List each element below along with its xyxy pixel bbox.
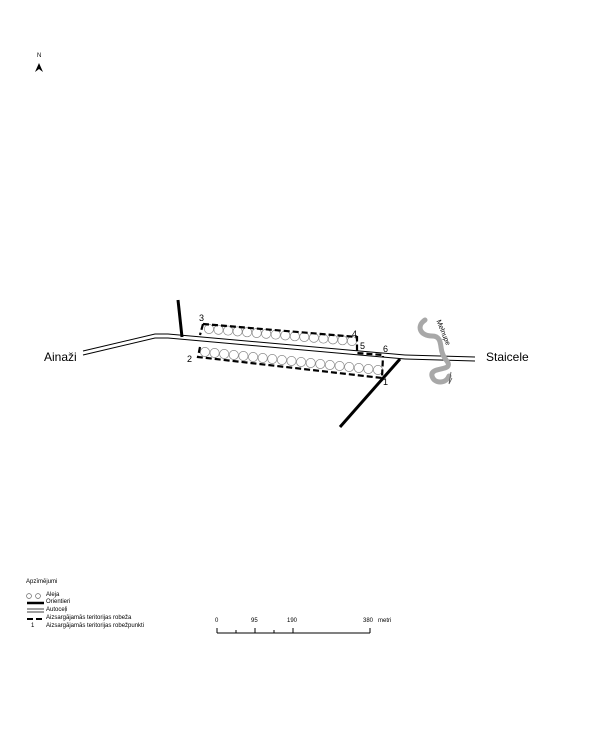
alley-tree-circle <box>344 362 355 372</box>
scale-unit: metri <box>378 618 392 624</box>
legend-title: Apzīmējumi <box>26 579 58 585</box>
alley-tree-circle <box>267 354 278 364</box>
north-arrow-label: N <box>37 53 42 59</box>
alley-tree-circle <box>296 357 307 367</box>
alley-tree-circle <box>232 326 243 337</box>
protected-boundary <box>196 322 385 380</box>
boundary-point-3: 3 <box>199 313 205 323</box>
alley-tree-circle <box>204 324 214 334</box>
legend-item-road: Autoceļi <box>46 607 68 613</box>
road-right <box>404 354 476 362</box>
boundary-point-2: 2 <box>187 354 193 364</box>
alley-tree-circle <box>209 348 220 358</box>
alley-tree-circle <box>363 364 374 374</box>
river-flow-arrow-icon <box>448 371 453 385</box>
legend-item-boundary: Aizsargājamās teritorijas robeža <box>46 615 132 621</box>
alley-tree-circle <box>286 356 297 366</box>
north-arrow-icon <box>35 63 43 72</box>
alley-tree-circle <box>228 350 239 360</box>
scale-bar <box>216 628 371 634</box>
alley-tree-circle <box>327 334 338 345</box>
alley-tree-circle <box>219 349 230 359</box>
legend-item-landmark: Orientieri <box>46 599 71 605</box>
point-number-icon: 1 <box>31 623 35 629</box>
landmark-lines <box>176 299 402 428</box>
alley-tree-circle <box>305 358 316 368</box>
alley-lower <box>200 347 383 375</box>
alley-tree-circle <box>200 347 210 357</box>
place-ainazi: Ainaži <box>44 350 77 364</box>
alley-tree-circle <box>257 353 268 363</box>
alley-tree-circle <box>242 327 253 338</box>
alley-tree-circle <box>238 351 249 361</box>
boundary-point-4: 4 <box>352 329 358 339</box>
legend-item-boundary-points: Aizsargājamās teritorijas robežpunkti <box>46 623 145 629</box>
alley-tree-circle <box>324 360 335 370</box>
legend-item-alley: Aleja <box>46 592 60 598</box>
place-staicele: Staicele <box>486 350 529 364</box>
alley-tree-circle <box>318 333 329 344</box>
alley-upper <box>204 324 357 346</box>
road-left <box>82 333 406 360</box>
boundary-point-5: 5 <box>360 341 366 351</box>
alley-tree-circle <box>334 361 345 371</box>
alley-tree-circle <box>315 359 326 369</box>
alley-tree-circle <box>337 335 348 346</box>
alley-tree-circle <box>308 332 319 343</box>
alley-circles-icon <box>26 593 32 599</box>
alley-tree-circle <box>353 363 364 373</box>
alley-tree-circle <box>223 325 234 336</box>
alley-tree-circle <box>276 355 287 365</box>
scale-tick-95: 95 <box>251 618 258 624</box>
road-double-line-icon <box>27 608 44 613</box>
alley-tree-circle <box>213 324 224 335</box>
scale-tick-380: 380 <box>363 618 374 624</box>
alley-tree-circle <box>248 352 259 362</box>
legend-symbols <box>26 593 44 620</box>
scale-tick-0: 0 <box>215 618 219 624</box>
alley-tree-circle <box>251 328 262 338</box>
river-melnupe <box>417 317 452 385</box>
boundary-point-1: 1 <box>383 377 389 387</box>
boundary-point-6: 6 <box>383 344 389 354</box>
scale-tick-190: 190 <box>287 618 298 624</box>
